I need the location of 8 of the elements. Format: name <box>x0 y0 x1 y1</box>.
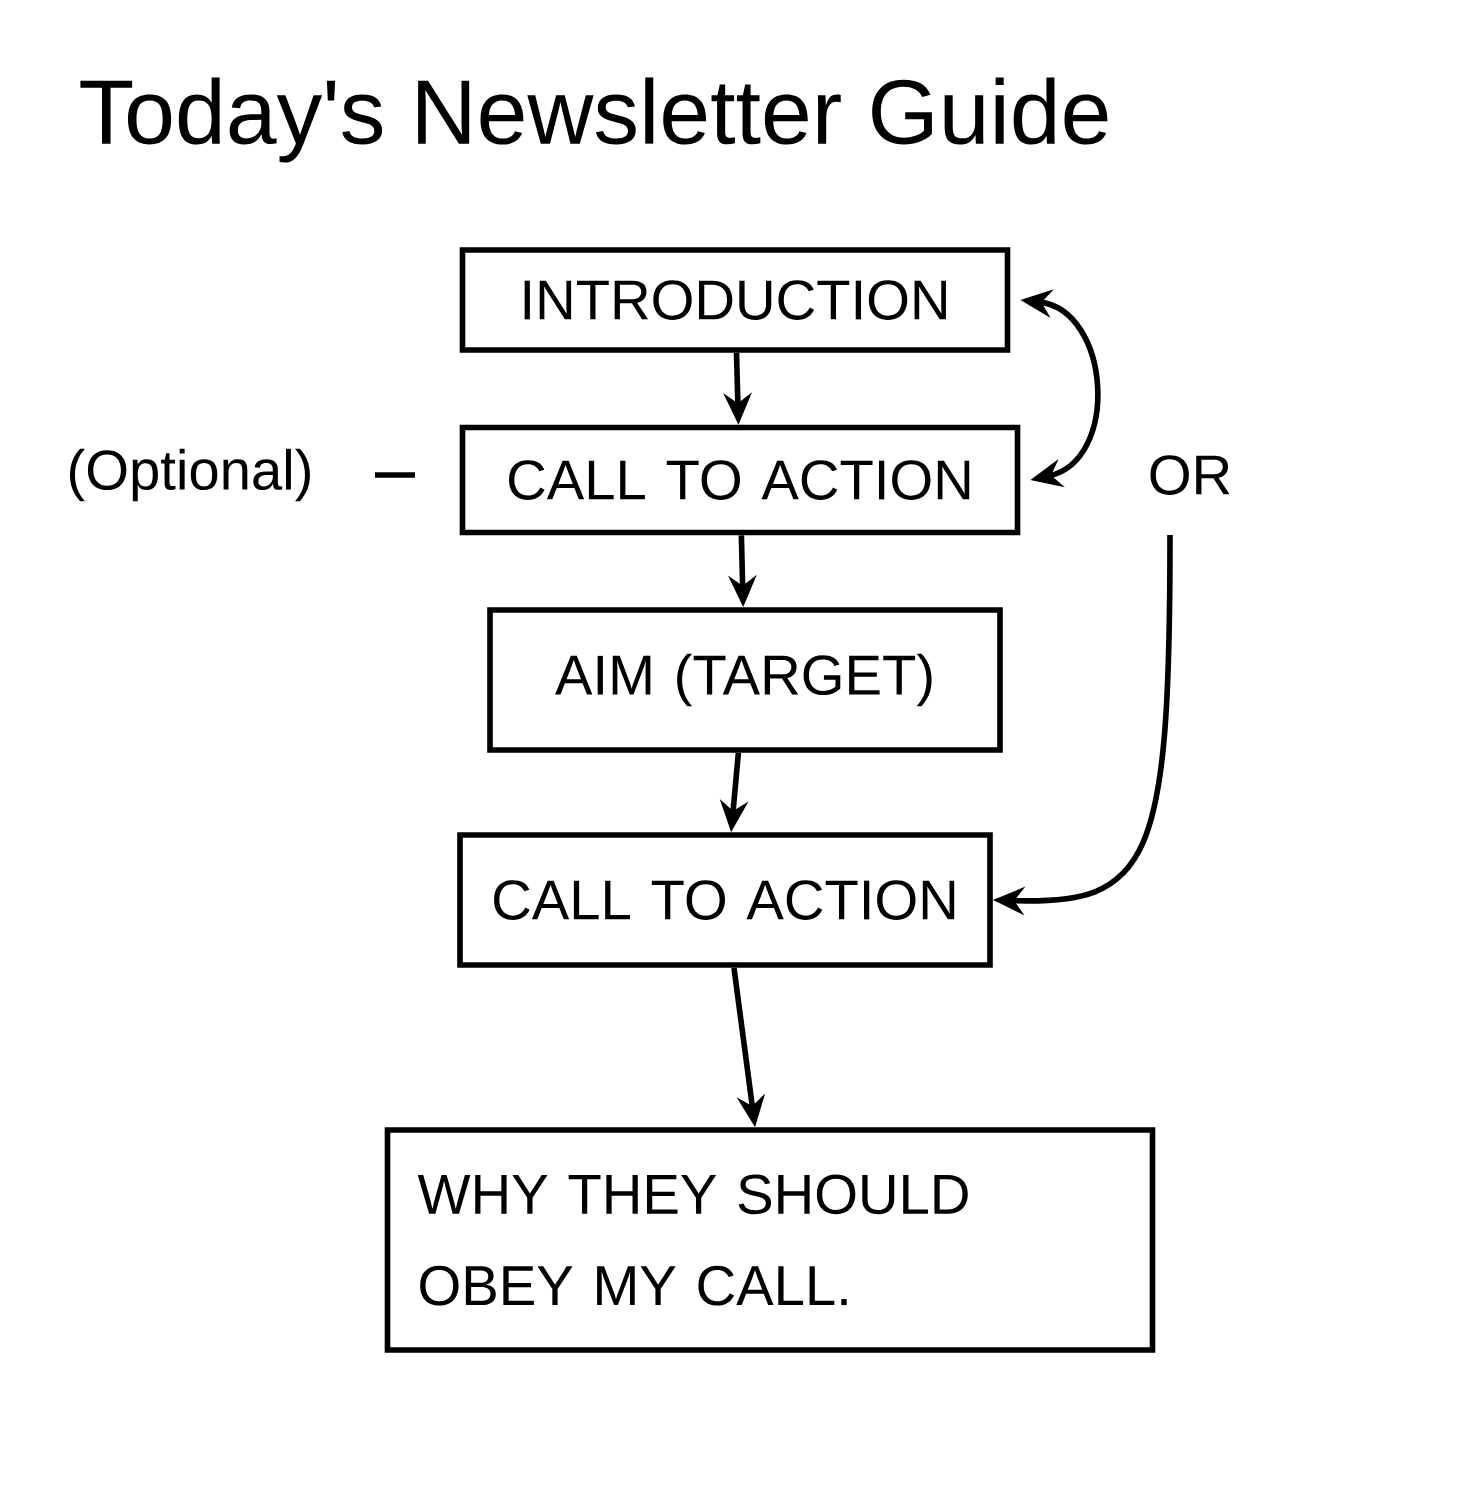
process-box: AIM (TARGET) <box>487 607 1003 753</box>
process-box: INTRODUCTION <box>459 247 1011 353</box>
edge-label: OR <box>1140 448 1240 502</box>
process-box: CALL TO ACTION <box>457 832 993 968</box>
process-box: WHY THEY SHOULD OBEY MY CALL. <box>384 1127 1156 1353</box>
title: Today's Newsletter Guide <box>80 77 1108 163</box>
process-box: CALL TO ACTION <box>459 424 1021 536</box>
side-note: (Optional) <box>70 448 310 502</box>
